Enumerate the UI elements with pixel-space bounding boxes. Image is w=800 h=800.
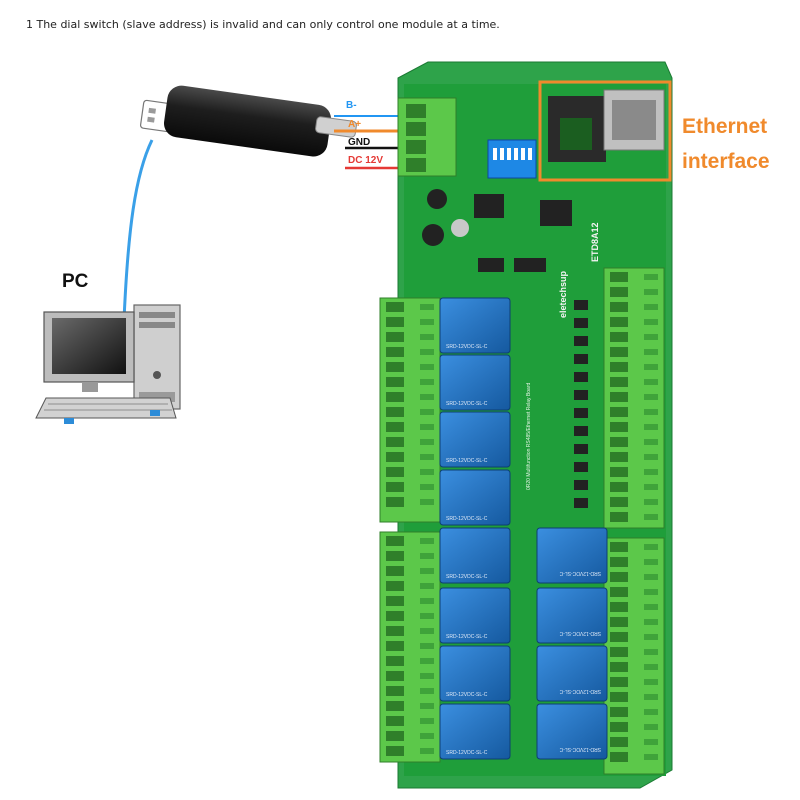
ethernet-label-line2: interface xyxy=(682,150,770,173)
wire-label-b-minus: B- xyxy=(346,100,357,111)
board-model: ETD8A12 xyxy=(590,222,600,262)
board-description: 0R20 Multifunction RS485/Ethernet Relay … xyxy=(526,382,532,490)
svg-text:SRD-12VDC-SL-C: SRD-12VDC-SL-C xyxy=(559,688,601,694)
svg-text:SRD-12VDC-SL-C: SRD-12VDC-SL-C xyxy=(446,458,488,464)
relay: SRD-12VDC-SL-C xyxy=(439,297,511,354)
relay: SRD-12VDC-SL-C xyxy=(439,354,511,411)
wire-label-gnd: GND xyxy=(348,137,370,148)
pc-label: PC xyxy=(62,271,89,292)
left-terminal-upper xyxy=(379,297,441,523)
relay: SRD-12VDC-SL-C xyxy=(536,703,608,760)
svg-text:SRD-12VDC-SL-C: SRD-12VDC-SL-C xyxy=(559,630,601,636)
left-terminal-blocks xyxy=(379,297,441,763)
svg-text:SRD-12VDC-SL-C: SRD-12VDC-SL-C xyxy=(446,574,488,580)
relay: SRD-12VDC-SL-C xyxy=(536,587,608,644)
right-terminal-lower xyxy=(603,537,665,775)
relay: SRD-12VDC-SL-C xyxy=(439,645,511,702)
svg-text:SRD-12VDC-SL-C: SRD-12VDC-SL-C xyxy=(446,344,488,350)
ethernet-highlight-box xyxy=(538,80,672,182)
svg-text:SRD-12VDC-SL-C: SRD-12VDC-SL-C xyxy=(446,750,488,756)
svg-text:SRD-12VDC-SL-C: SRD-12VDC-SL-C xyxy=(446,634,488,640)
computer-icon xyxy=(35,304,181,424)
relay: SRD-12VDC-SL-C xyxy=(439,469,511,526)
right-terminal-upper xyxy=(603,267,665,529)
svg-text:SRD-12VDC-SL-C: SRD-12VDC-SL-C xyxy=(559,570,601,576)
svg-text:SRD-12VDC-SL-C: SRD-12VDC-SL-C xyxy=(446,516,488,522)
usb-cable xyxy=(122,139,154,321)
relay: SRD-12VDC-SL-C xyxy=(536,645,608,702)
relays: SRD-12VDC-SL-C SRD-12VDC-SL-C SRD-12VDC-SL… xyxy=(439,297,608,760)
note-text: 1 The dial switch (slave address) is inv… xyxy=(26,18,500,31)
svg-text:SRD-12VDC-SL-C: SRD-12VDC-SL-C xyxy=(446,401,488,407)
rs485-terminal-block xyxy=(397,97,457,177)
relay: SRD-12VDC-SL-C xyxy=(536,527,608,584)
right-terminal-blocks xyxy=(603,267,665,775)
left-terminal-lower xyxy=(379,531,441,763)
svg-text:SRD-12VDC-SL-C: SRD-12VDC-SL-C xyxy=(446,692,488,698)
ethernet-label-line1: Ethernet xyxy=(682,115,767,138)
board-brand: eletechsup xyxy=(558,270,568,318)
wire-label-dc: DC 12V xyxy=(348,155,383,166)
svg-text:SRD-12VDC-SL-C: SRD-12VDC-SL-C xyxy=(559,746,601,752)
relay: SRD-12VDC-SL-C xyxy=(439,703,511,760)
wire-label-a-plus: A+ xyxy=(348,119,361,130)
relay: SRD-12VDC-SL-C xyxy=(439,527,511,584)
relay: SRD-12VDC-SL-C xyxy=(439,411,511,468)
relay: SRD-12VDC-SL-C xyxy=(439,587,511,644)
usb-adapter xyxy=(139,85,357,157)
